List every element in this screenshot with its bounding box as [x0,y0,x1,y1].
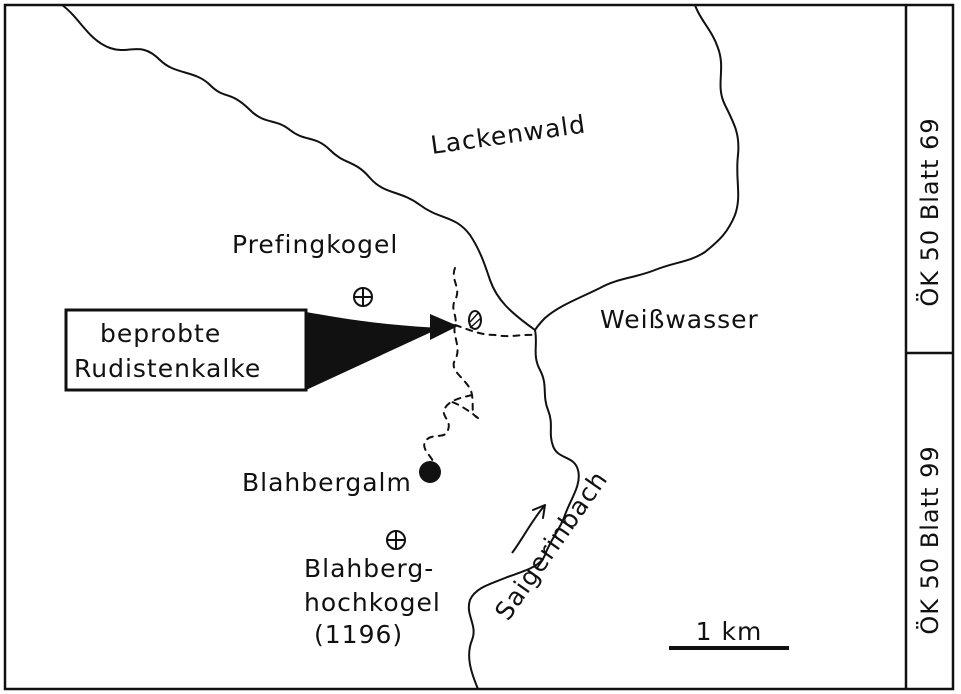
hiking-trail [423,267,536,471]
river-upper-right [534,4,740,331]
flow-direction-arrow-icon [511,504,546,554]
place-label-prefingkogel: Prefingkogel [232,230,398,259]
place-label-weisswasser: Weißwasser [600,305,759,334]
sample-site-marker [468,310,482,330]
callout-arrowhead-icon [430,314,458,340]
place-label-blahberg-1: Blahberg- [304,554,434,583]
callout-line-1: beprobte [100,319,221,348]
sheet-label-bottom: ÖK 50 Blatt 99 [915,445,944,634]
sample-callout: beprobte Rudistenkalke [64,308,458,392]
river-upper-left [61,4,536,331]
place-label-blahbergalm: Blahbergalm [242,468,412,497]
scale-label: 1 km [696,617,763,646]
sheet-label-top: ÖK 50 Blatt 69 [915,117,944,306]
place-label-lackenwald: Lackenwald [429,109,588,159]
callout-box [64,308,308,392]
summit-circle-cross-icon [353,287,373,307]
filled-circle-icon [419,461,441,483]
callout-line-2: Rudistenkalke [74,354,261,383]
place-label-blahberg-2: hochkogel [304,588,441,617]
river-label-saigerinbach: Saigerinbach [489,465,613,625]
river-saigerinbach [467,329,580,690]
scale-bar: 1 km [669,617,789,650]
summit-circle-cross-icon [386,530,406,550]
place-label-blahberg-3: (1196) [314,620,403,649]
